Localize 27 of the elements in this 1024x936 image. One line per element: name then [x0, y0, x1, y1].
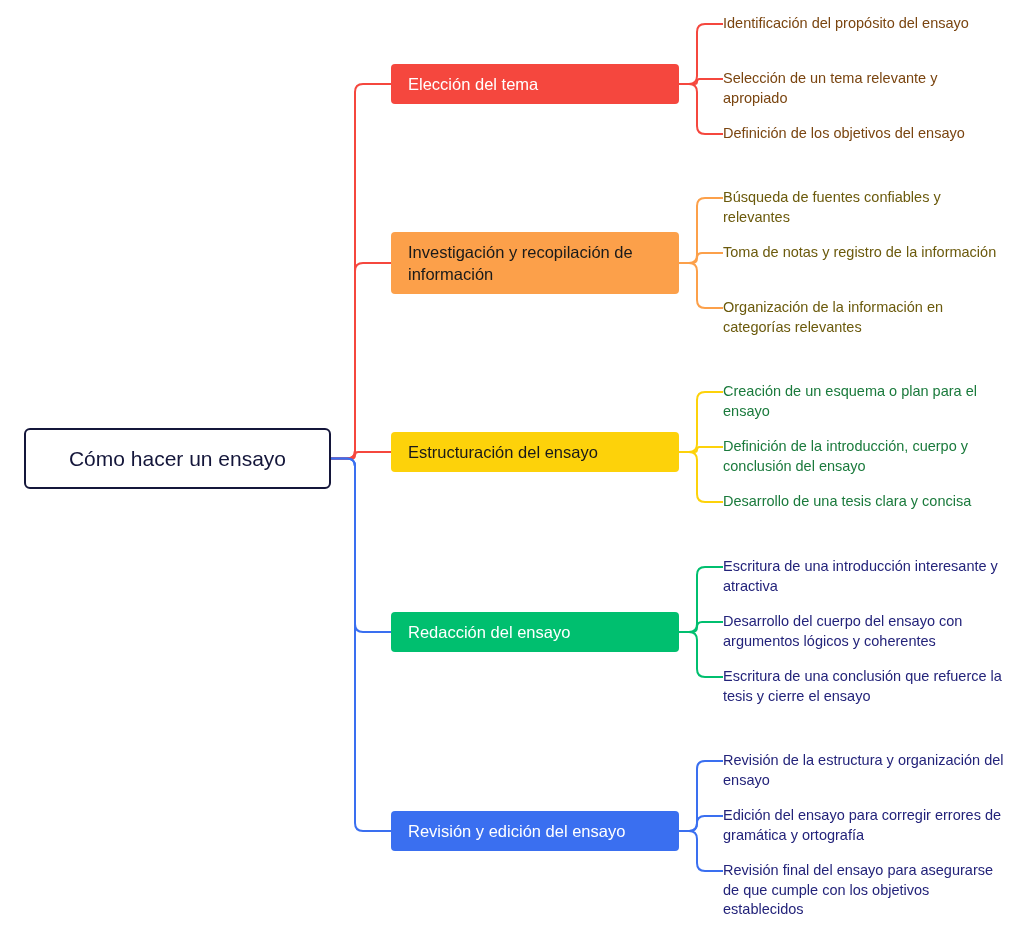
topic-box: Investigación y recopilación de información	[391, 232, 679, 294]
connector-line	[678, 451, 724, 503]
topic-box: Estructuración del ensayo	[391, 432, 679, 472]
connector-line	[678, 631, 724, 678]
connector-line	[330, 457, 392, 832]
topic-box: Elección del tema	[391, 64, 679, 104]
root-topic-box: Cómo hacer un ensayo	[24, 428, 331, 489]
connector-line	[678, 262, 724, 309]
subtopic-text: Selección de un tema relevante y apropiado	[723, 69, 1005, 108]
connector-line	[678, 83, 724, 135]
subtopic-text: Revisión final del ensayo para asegurarse de que cumple con los objetivos establecidos	[723, 861, 1005, 920]
subtopic-text: Definición de la introducción, cuerpo y conclusión del ensayo	[723, 437, 1005, 476]
subtopic-text: Escritura de una introducción interesante y atractiva	[723, 557, 1005, 596]
subtopic-text: Definición de los objetivos del ensayo	[723, 124, 1005, 144]
topic-box: Revisión y edición del ensayo	[391, 811, 679, 851]
subtopic-text: Búsqueda de fuentes confiables y relevantes	[723, 188, 1005, 227]
subtopic-text: Escritura de una conclusión que refuerce la tesis y cierre el ensayo	[723, 667, 1005, 706]
subtopic-text: Creación de un esquema o plan para el ensayo	[723, 382, 1005, 421]
subtopic-text: Edición del ensayo para corregir errores de gramática y ortografía	[723, 806, 1005, 845]
topic-box: Redacción del ensayo	[391, 612, 679, 652]
subtopic-text: Desarrollo del cuerpo del ensayo con argumentos lógicos y coherentes	[723, 612, 1005, 651]
subtopic-text: Toma de notas y registro de la información	[723, 243, 1005, 263]
subtopic-text: Revisión de la estructura y organización del ensayo	[723, 751, 1005, 790]
connector-line	[678, 830, 724, 872]
subtopic-text: Identificación del propósito del ensayo	[723, 14, 1005, 34]
subtopic-text: Desarrollo de una tesis clara y concisa	[723, 492, 1005, 512]
subtopic-text: Organización de la información en categorías relevantes	[723, 298, 1005, 337]
